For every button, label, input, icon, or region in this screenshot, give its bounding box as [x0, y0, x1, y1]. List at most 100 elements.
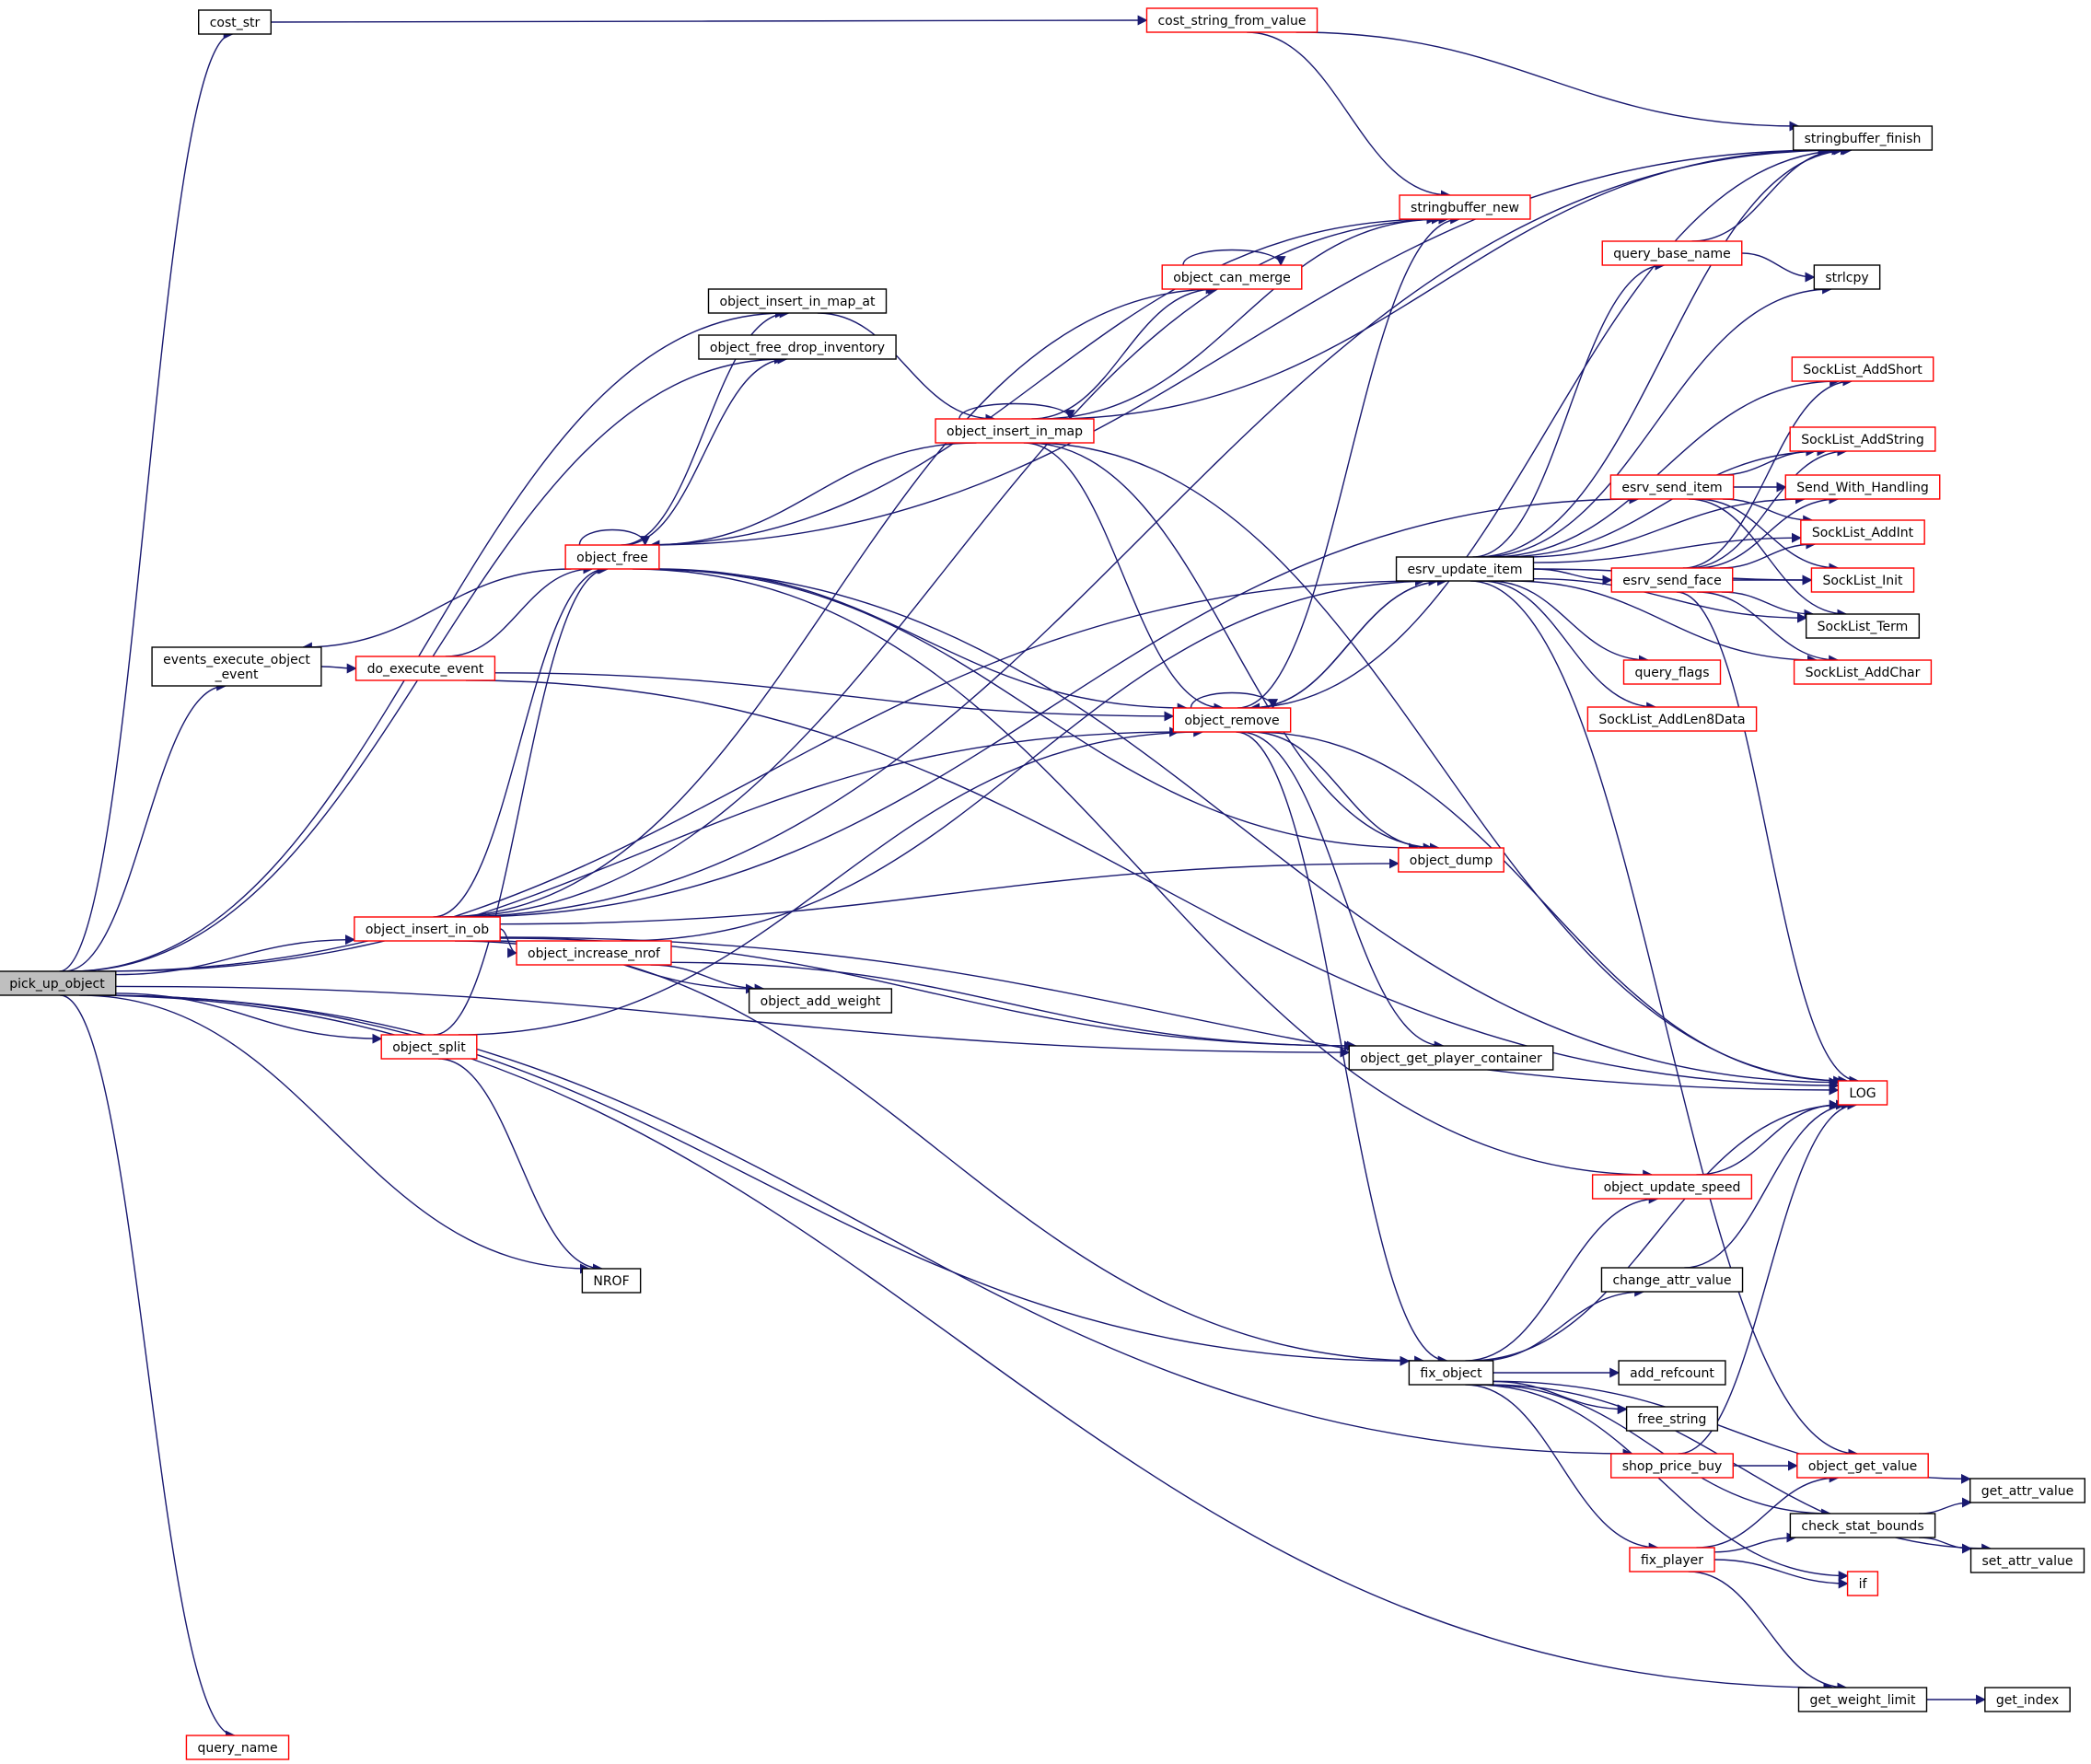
edge-object-insert-in-ob-to-object-free	[433, 563, 608, 918]
edge-cost-string-from-value-to-stringbuffer-finish	[1295, 31, 1800, 132]
edge-esrv-update-item-to-socklist-addchar	[1511, 580, 1818, 666]
node-object-free[interactable]: object_free	[564, 544, 660, 570]
node-box	[1399, 194, 1531, 220]
node-label: SockList_AddLen8Data	[1598, 713, 1745, 727]
node-object-get-player-container[interactable]: object_get_player_container	[1348, 1045, 1554, 1071]
node-box	[380, 1034, 478, 1060]
node-label: get_weight_limit	[1810, 1693, 1916, 1708]
node-object-add-weight[interactable]: object_add_weight	[748, 988, 893, 1014]
node-change-attr-value[interactable]: change_attr_value	[1600, 1267, 1744, 1293]
node-layer: pick_up_object cost_str cost_string_from_v…	[0, 7, 2085, 1760]
node-esrv-send-item[interactable]: esrv_send_item	[1609, 474, 1735, 500]
node-fix-object[interactable]: fix_object	[1408, 1360, 1494, 1386]
node-query-base-name[interactable]: query_base_name	[1601, 240, 1743, 266]
node-object-increase-nrof[interactable]: object_increase_nrof	[516, 940, 672, 966]
edge-pick-up-object-to-object-split	[115, 992, 383, 1044]
node-label: object_add_weight	[761, 994, 881, 1009]
node-box	[1805, 613, 1921, 639]
node-get-attr-value[interactable]: get_attr_value	[1969, 1478, 2085, 1503]
node-object-insert-in-map[interactable]: object_insert_in_map	[935, 418, 1095, 444]
node-cost-str[interactable]: cost_str	[198, 9, 272, 35]
edge-cost-string-from-value-to-stringbuffer-new	[1247, 31, 1451, 201]
node-object-can-merge[interactable]: object_can_merge	[1161, 264, 1303, 290]
node-send-with-handling[interactable]: Send_With_Handling	[1784, 474, 1941, 500]
edge-object-insert-in-ob-to-object-dump	[500, 858, 1400, 925]
node-get-weight-limit[interactable]: get_weight_limit	[1797, 1687, 1928, 1712]
node-label: check_stat_bounds	[1801, 1519, 1923, 1534]
node-label: pick_up_object	[9, 977, 105, 992]
node-do-execute-event[interactable]: do_execute_event	[354, 656, 496, 681]
node-esrv-send-face[interactable]: esrv_send_face	[1610, 567, 1734, 593]
node-object-dump[interactable]: object_dump	[1398, 847, 1504, 873]
edge-object-insert-in-map-to-stringbuffer-new	[1039, 214, 1442, 420]
node-object-get-value[interactable]: object_get_value	[1796, 1453, 1929, 1479]
node-socklist-init[interactable]: SockList_Init	[1810, 567, 1915, 593]
edge-fix-player-to-if	[1714, 1559, 1849, 1589]
node-label: object_insert_in_map	[947, 424, 1083, 439]
edge-object-can-merge-to-object-can-merge	[1182, 249, 1286, 267]
node-shop-price-buy[interactable]: shop_price_buy	[1610, 1453, 1734, 1479]
edge-esrv-send-face-to-socklist-addstring	[1688, 446, 1848, 569]
node-cost-string-from-value[interactable]: cost_string_from_value	[1145, 7, 1318, 33]
node-box	[564, 544, 660, 570]
edge-object-remove-to-log	[1251, 731, 1844, 1086]
node-label: fix_object	[1420, 1366, 1482, 1381]
node-nrof[interactable]: NROF	[581, 1268, 642, 1294]
node-log[interactable]: LOG	[1837, 1080, 1888, 1106]
node-object-insert-in-map-at[interactable]: object_insert_in_map_at	[707, 288, 888, 314]
edge-check-stat-bounds-to-get-attr-value	[1919, 1497, 1972, 1514]
node-object-free-drop-inventory[interactable]: object_free_drop_inventory	[698, 334, 897, 360]
edge-object-insert-in-map-to-object-dump	[1027, 442, 1440, 853]
node-label: object_update_speed	[1604, 1180, 1741, 1195]
edge-object-remove-to-object-remove	[1190, 691, 1279, 710]
node-label: object_insert_in_ob	[366, 923, 489, 937]
edge-object-insert-in-ob-to-stringbuffer-finish	[448, 145, 1842, 918]
edge-object-insert-in-map-to-object-insert-in-map	[958, 402, 1075, 421]
node-socklist-addint[interactable]: SockList_AddInt	[1800, 519, 1925, 545]
node-box	[1172, 707, 1292, 733]
node-socklist-addchar[interactable]: SockList_AddChar	[1793, 659, 1933, 685]
node-socklist-addstring[interactable]: SockList_AddString	[1789, 426, 1936, 452]
node-object-update-speed[interactable]: object_update_speed	[1591, 1174, 1753, 1200]
node-label: shop_price_buy	[1622, 1459, 1723, 1474]
node-socklist-term[interactable]: SockList_Term	[1805, 613, 1921, 639]
node-esrv-update-item[interactable]: esrv_update_item	[1395, 556, 1535, 582]
node-label: SockList_AddChar	[1806, 666, 1921, 680]
node-label: object_split	[392, 1040, 466, 1055]
node-stringbuffer-finish[interactable]: stringbuffer_finish	[1792, 125, 1934, 151]
node-box	[354, 656, 496, 681]
node-object-remove[interactable]: object_remove	[1172, 707, 1292, 733]
node-check-stat-bounds[interactable]: check_stat_bounds	[1789, 1513, 1936, 1538]
node-box	[1810, 567, 1915, 593]
node-pick-up-object[interactable]: pick_up_object	[0, 970, 117, 996]
node-socklist-addlen8data[interactable]: SockList_AddLen8Data	[1586, 706, 1758, 732]
node-set-attr-value[interactable]: set_attr_value	[1969, 1548, 2085, 1573]
node-label: do_execute_event	[367, 662, 484, 677]
node-object-insert-in-ob[interactable]: object_insert_in_ob	[354, 916, 501, 942]
edge-esrv-update-item-to-object-remove	[1249, 580, 1446, 714]
node-box	[1395, 556, 1535, 582]
node-strlcpy[interactable]: strlcpy	[1813, 264, 1881, 290]
node-object-split[interactable]: object_split	[380, 1034, 478, 1060]
node-get-index[interactable]: get_index	[1984, 1687, 2071, 1712]
node-label: query_flags	[1635, 666, 1710, 680]
node-events-execute-object-event[interactable]: events_execute_object_event	[151, 646, 322, 687]
edge-object-increase-nrof-to-esrv-update-item	[621, 575, 1439, 942]
edge-object-split-to-object-remove	[458, 726, 1204, 1036]
edge-object-update-speed-to-log	[1696, 1099, 1840, 1176]
node-box	[935, 418, 1095, 444]
node-label: object_get_value	[1808, 1459, 1917, 1474]
node-socklist-addshort[interactable]: SockList_AddShort	[1791, 356, 1934, 382]
edge-esrv-update-item-to-socklist-term	[1533, 578, 1807, 623]
edge-fix-object-to-fix-player	[1465, 1384, 1659, 1553]
node-fix-player[interactable]: fix_player	[1629, 1547, 1715, 1573]
node-stringbuffer-new[interactable]: stringbuffer_new	[1399, 194, 1531, 220]
node-label: if	[1859, 1577, 1868, 1592]
node-if[interactable]: if	[1846, 1571, 1879, 1596]
node-add-refcount[interactable]: add_refcount	[1618, 1360, 1726, 1386]
node-query-name[interactable]: query_name	[185, 1735, 290, 1760]
node-box	[1984, 1687, 2071, 1712]
node-label: strlcpy	[1825, 271, 1868, 285]
node-query-flags[interactable]: query_flags	[1622, 659, 1722, 685]
node-free-string[interactable]: free_string	[1625, 1406, 1719, 1432]
